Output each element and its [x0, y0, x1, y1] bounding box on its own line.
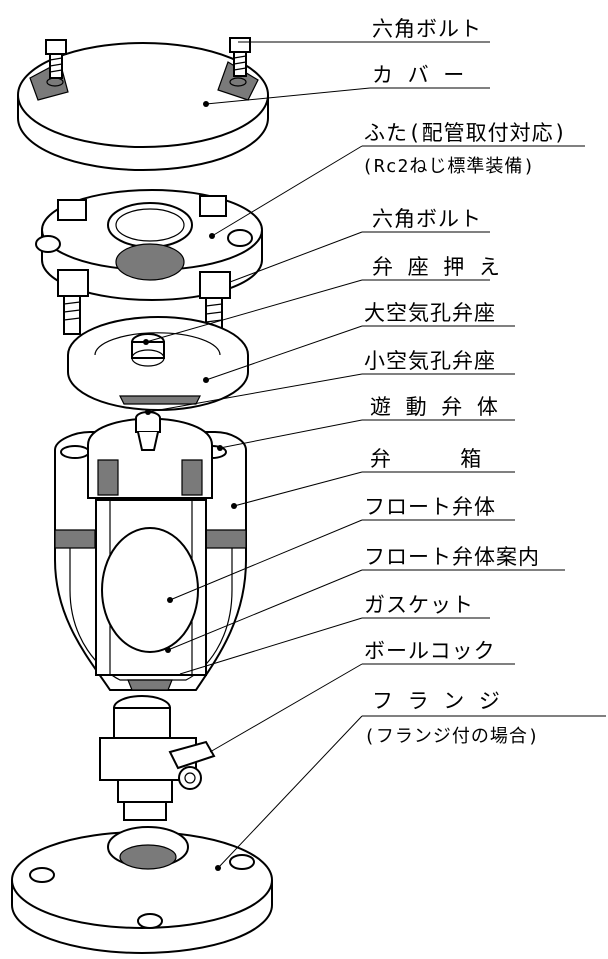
- valve-box-part: [54, 411, 247, 691]
- hex-bolt-top-right: [229, 37, 251, 77]
- hex-bolt-lid-3: [57, 269, 89, 335]
- label-hex-bolt-top: 六角ボルト: [372, 17, 482, 41]
- label-valve-box: 弁 箱: [370, 447, 482, 471]
- hex-bolt-lid-4: [199, 271, 231, 337]
- label-cover: カ バ ー: [372, 63, 465, 87]
- hex-bolt-lid-1: [35, 199, 87, 253]
- labels: 六角ボルト カ バ ー ふた(配管取付対応) (Rc2ねじ標準装備) 六角ボルト…: [362, 17, 567, 747]
- label-lid-line2: (Rc2ねじ標準装備): [362, 156, 535, 177]
- lid-part: [35, 189, 263, 337]
- label-gasket: ガスケット: [364, 593, 474, 617]
- ball-cock-handle: [168, 740, 216, 770]
- float-ball: [101, 527, 199, 653]
- valve-seat-retainer-part: [67, 316, 249, 411]
- label-lid-line1: ふた(配管取付対応): [364, 121, 567, 145]
- label-large-air-hole-seat: 大空気孔弁座: [364, 301, 496, 325]
- label-float-valve-guide: フロート弁体案内: [364, 545, 540, 569]
- floating-valve-body-part: [87, 411, 213, 499]
- label-flange-line1: フ ラ ン ジ: [372, 689, 501, 713]
- cover-part: [17, 37, 269, 171]
- label-float-valve-body: フロート弁体: [364, 495, 496, 519]
- label-flange-line2: (フランジ付の場合): [364, 726, 540, 747]
- ball-cock-part: [99, 695, 216, 821]
- label-hex-bolt-mid: 六角ボルト: [372, 207, 482, 231]
- label-small-air-hole-seat: 小空気孔弁座: [364, 349, 496, 373]
- hex-bolt-top-left: [45, 39, 67, 79]
- label-ball-cock: ボールコック: [364, 639, 496, 663]
- hex-bolt-lid-2: [199, 195, 253, 247]
- label-floating-valve-body: 遊 動 弁 体: [370, 395, 499, 419]
- leader-lines: [143, 41, 606, 871]
- flange-part: [11, 826, 273, 954]
- label-valve-seat-retainer: 弁 座 押 え: [372, 255, 501, 279]
